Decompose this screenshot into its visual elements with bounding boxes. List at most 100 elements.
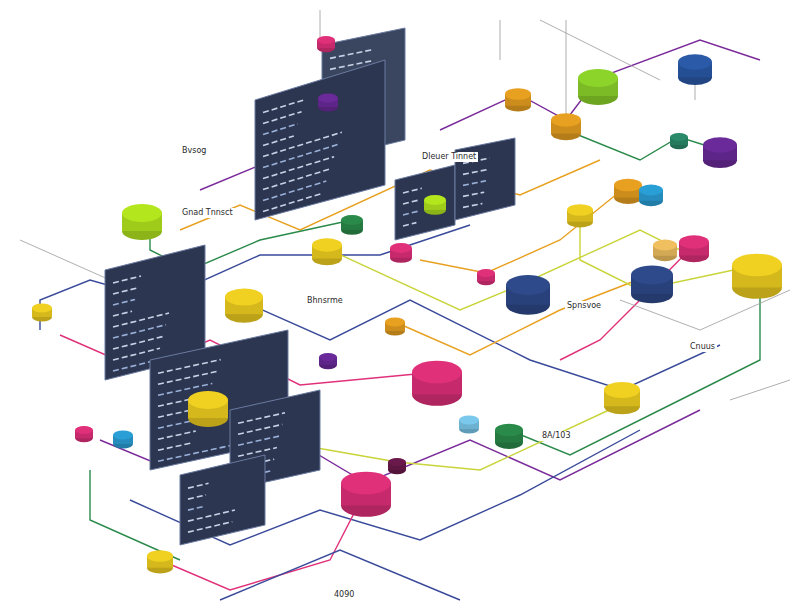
cylinder-node [32,304,52,322]
screen-panel [395,165,455,240]
wire [566,130,720,160]
screen-text-bar [263,132,342,156]
screen-text-bar [158,431,196,439]
cylinder-top [122,204,162,222]
wire [566,20,567,120]
cylinder-top [495,424,523,437]
screen-text-bar [263,169,330,190]
screen-text-bar [188,483,209,488]
cylinder-top [390,243,412,253]
cylinder-top [424,195,446,205]
cylinder-top [604,382,640,398]
screen-text-bar [330,49,374,58]
cylinder-node [604,382,640,414]
screen-text-bar [158,360,221,374]
note-label: Cnuus [688,342,717,352]
cylinder-top [477,269,495,277]
cylinder-top [578,69,618,87]
cylinder-node [551,113,581,140]
cylinder-top [631,266,673,285]
cylinder-top [312,238,342,252]
cylinder-top [639,185,663,196]
screen-text-bar [263,193,322,211]
cylinder-node [732,254,782,299]
cylinder-top [614,179,642,192]
wire [320,10,321,40]
note-label: Bhnsrme [305,296,345,306]
wire [90,470,180,560]
screen-text-bar [113,300,135,306]
screen-text-bar [113,313,169,327]
cylinder-node [390,243,412,263]
cylinder-top [679,235,709,249]
cylinder-top [319,353,337,361]
screen-text-bar [263,181,326,200]
screen-text-bar [113,311,132,316]
screen-text-bar [113,348,160,360]
cylinder-node [670,133,688,149]
cylinder-node [318,94,338,112]
screen-group [105,28,515,545]
screen-panel [255,60,385,220]
cylinder-node [459,416,479,434]
screen-text-bar [238,424,282,434]
wire [580,215,757,290]
screen-text-bar [188,495,206,499]
cylinder-node [319,353,337,369]
cylinder-node [679,235,709,262]
cylinder-node [317,36,335,52]
screen-text-bar [113,288,138,294]
screen-text-bar [263,136,294,145]
cylinder-top [551,113,581,127]
cylinder-node [424,195,446,215]
cylinder-node [678,54,712,85]
screen-text-bar [188,506,203,510]
screen-text-bar [238,436,280,445]
cylinder-top [341,472,391,495]
cylinder-top [653,240,677,251]
cylinder-top [318,94,338,103]
cylinder-top [412,361,462,384]
cylinder-node [614,179,642,204]
screen-text-bar [113,325,166,338]
cylinder-node [631,266,673,304]
cylinder-node [113,431,133,449]
cylinder-node [477,269,495,285]
cylinder-top [703,137,737,152]
screen-text-bar [403,200,420,204]
cylinder-node [341,472,391,517]
cylinder-node [506,275,550,315]
wire [395,275,650,355]
cylinder-top [188,391,228,409]
screen-text-bar [263,157,334,179]
cylinder-top [385,318,405,327]
cylinder-top [678,54,712,69]
screen-text-bar [263,144,338,167]
note-label: 8A/103 [540,431,573,441]
screen-text-bar [188,510,235,521]
cylinder-node [505,88,531,111]
screen-text-bar [463,204,482,208]
cylinder-node [147,550,173,573]
cylinder-node [312,238,342,265]
cylinder-top [317,36,335,44]
screen-text-bar [463,169,488,174]
screen-text-bar [113,276,141,283]
cylinder-node [578,69,618,105]
screen-panel [180,455,265,545]
screen-text-bar [113,337,163,350]
screen-text-bar [403,223,416,226]
cylinder-node [385,318,405,336]
screen-text-bar [238,413,285,423]
cylinder-top [732,254,782,277]
cylinder-node [388,458,406,474]
screen-text-bar [238,448,277,457]
screen-text-bar [263,99,306,112]
cylinder-node [341,215,363,235]
cylinder-node [703,137,737,168]
note-label: Dleuer Tinnet [420,152,478,162]
cylinder-top [75,426,93,434]
cylinder-top [506,275,550,295]
